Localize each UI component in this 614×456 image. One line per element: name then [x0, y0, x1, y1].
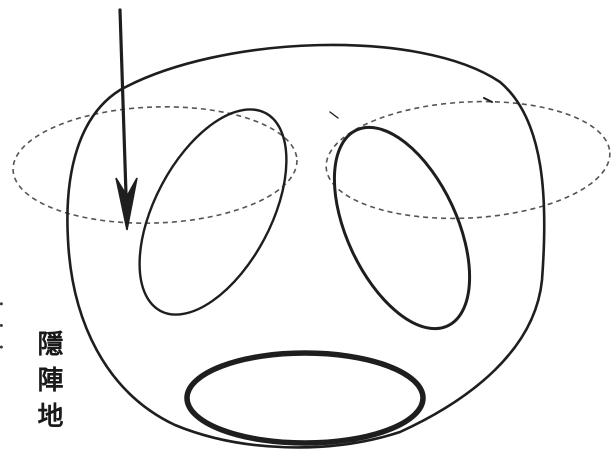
left-dashed-oval: [11, 102, 299, 228]
left-eye-oval: [109, 86, 317, 338]
vertical-caption: 隱陣地: [34, 330, 62, 438]
head-outline: [67, 45, 544, 448]
edge-characters: ...: [0, 300, 22, 365]
right-dashed-oval: [323, 95, 613, 226]
tick-mark-center: [330, 112, 338, 118]
mouth-oval: [187, 353, 423, 443]
right-eye-oval: [307, 107, 498, 349]
